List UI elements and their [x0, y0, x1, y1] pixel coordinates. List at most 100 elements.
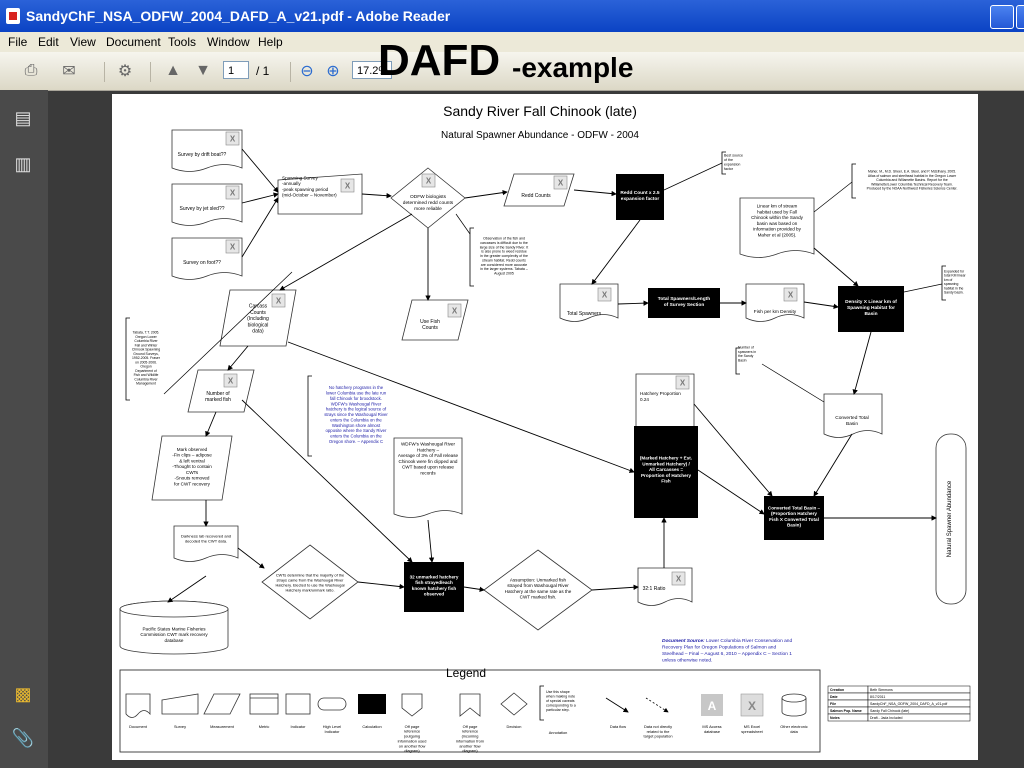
label-convcalc: Converted Total Basin –(Proportion Hatch… — [768, 505, 821, 527]
data-flow-arrow — [241, 192, 279, 204]
legend-label-1: Survey — [174, 724, 186, 729]
menu-document[interactable]: Document — [106, 35, 161, 49]
data-flow-arrow — [617, 300, 649, 306]
paperclip-icon[interactable]: 📎 — [11, 727, 35, 748]
legend-label-4: Indicator — [291, 724, 307, 729]
document-wdfw — [393, 437, 463, 518]
overlay-subtitle: -example — [512, 52, 634, 83]
arrow-up-icon[interactable]: ▲ — [165, 62, 181, 79]
excel-icon-letter: X — [452, 307, 458, 316]
legend-label-10: Annotation — [549, 730, 568, 735]
excel-icon-letter: X — [230, 135, 236, 144]
bookmarks-icon[interactable]: ▥ — [14, 153, 32, 174]
label-markobs: Mark observed-Fin clips – adipose& left … — [172, 447, 212, 487]
data-flow-arrow — [464, 189, 508, 199]
pages-icon[interactable]: ▤ — [14, 107, 32, 128]
info-key: Notes — [830, 716, 840, 720]
menu-view[interactable]: View — [70, 35, 96, 49]
document-linear — [739, 197, 815, 258]
printer-icon[interactable]: ⎙ — [24, 62, 38, 79]
zoom-in-icon[interactable]: ⊕ — [326, 63, 340, 80]
zoom-out-icon[interactable]: ⊖ — [300, 63, 314, 80]
excel-icon-redd — [553, 175, 568, 190]
minimize-button[interactable] — [990, 5, 1014, 29]
data-flow-arrow — [241, 399, 413, 563]
menu-window[interactable]: Window — [207, 35, 250, 49]
calc-unmarked — [404, 562, 464, 612]
menu-help[interactable]: Help — [258, 35, 283, 49]
label-maher: Maher, M., M.D. Sheer, E.A. Steel, and P… — [867, 170, 958, 191]
document-drift — [171, 129, 243, 172]
annotation-connector — [663, 162, 723, 191]
data-flow-arrow — [357, 581, 405, 590]
title-bar: SandyChF_NSA_ODFW_2004_DAFD_A_v21.pdf - … — [0, 0, 1024, 32]
document-convtot — [823, 393, 883, 438]
zoom-input[interactable]: 17.2% — [352, 61, 392, 79]
data-flow-arrow — [573, 189, 617, 197]
annotation-bracket — [469, 227, 474, 287]
excel-icon-spawning — [340, 178, 355, 193]
excel-icon-totspawn — [597, 287, 612, 302]
decision-cwtdet — [261, 544, 359, 620]
info-cell-value — [867, 713, 971, 722]
data-flow-arrow — [279, 213, 413, 291]
excel-icon-carcass — [271, 293, 286, 308]
data-flow-arrow — [167, 575, 207, 603]
arrow-down-icon[interactable]: ▼ — [195, 62, 211, 79]
maximize-button[interactable] — [1016, 5, 1024, 29]
legend-excel-letter: X — [748, 699, 756, 713]
data-flow-arrow — [361, 192, 392, 199]
data-flow-arrow — [591, 219, 641, 285]
source-note: Document Source: Lower Columbia River Co… — [662, 638, 792, 664]
legend-offpage-out — [401, 693, 423, 717]
legend-measurement — [203, 693, 241, 715]
email-icon[interactable]: ✉ — [62, 63, 76, 80]
security-icon[interactable]: ⚙ — [117, 63, 133, 80]
comments-icon[interactable]: ▩ — [14, 683, 32, 704]
excel-icon-fishkm — [783, 287, 798, 302]
excel-icon-foot — [225, 239, 240, 254]
excel-icon-letter: X — [676, 575, 682, 584]
legend-access-letter: A — [708, 699, 717, 713]
page-number-input[interactable]: 1 — [223, 61, 249, 79]
legend-decision — [500, 692, 528, 716]
legend-calculation — [358, 694, 386, 714]
database-psmfc — [119, 609, 229, 655]
menu-edit[interactable]: Edit — [38, 35, 59, 49]
info-value: Draft - Jada Included — [870, 716, 903, 720]
info-value: SandyChF_NSA_ODFW_2004_DAFD_A_v21.pdf — [870, 702, 947, 706]
menu-tools[interactable]: Tools — [168, 35, 197, 49]
excel-icon-determined — [421, 173, 436, 188]
menu-bar: File Edit View Document Tools Window Hel… — [0, 32, 1024, 52]
navigation-pane: ▤ ▥ ▩ 📎 — [0, 90, 48, 768]
menu-file[interactable]: File — [8, 35, 28, 49]
data-flow-arrow — [463, 586, 485, 593]
excel-icon-hprop — [675, 375, 690, 390]
data-flow-arrow — [591, 584, 639, 591]
data-flow-arrow — [427, 519, 435, 563]
excel-icon-marked — [223, 373, 238, 388]
excel-icon-letter: X — [230, 243, 236, 252]
document-jet — [171, 183, 243, 226]
excel-icon-ratio — [671, 571, 686, 586]
overlay-title: DAFD — [378, 36, 501, 85]
label-nsa: Natural Spawner Abundance — [947, 480, 953, 557]
info-key: Salmon Pop. Name — [830, 709, 862, 713]
